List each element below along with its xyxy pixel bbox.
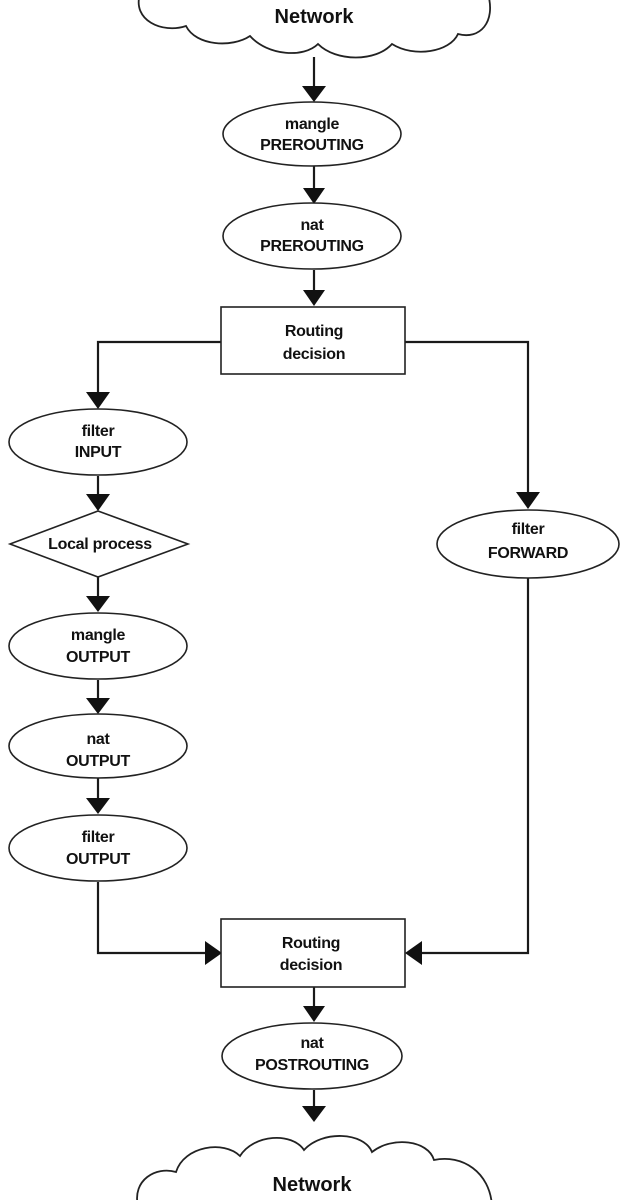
filter-forward-table: filter (512, 521, 545, 538)
filter-output-chain: OUTPUT (66, 851, 131, 868)
arrowhead-filter-output (86, 798, 110, 814)
routing-decision-2-line2: decision (280, 957, 343, 974)
node-filter-forward: filter FORWARD (436, 509, 620, 579)
edge-routing-to-filter-input (96, 340, 221, 392)
arrowhead-filter-input (86, 392, 110, 409)
node-filter-output: filter OUTPUT (8, 814, 188, 882)
node-local-process: Local process (7, 510, 191, 578)
mangle-prerouting-chain: PREROUTING (260, 137, 364, 154)
routing-decision-1-line2: decision (283, 346, 346, 363)
cloud-icon (137, 0, 491, 59)
network-bottom-cloud: Network (136, 1135, 493, 1200)
filter-output-table: filter (82, 829, 115, 846)
filter-input-table: filter (82, 423, 115, 440)
arrowhead-filter-forward (516, 492, 540, 509)
nat-postrouting-table: nat (300, 1035, 324, 1052)
arrowhead-routing-decision-2-right (405, 941, 422, 965)
nat-output-table: nat (86, 731, 110, 748)
network-top-cloud: Network (137, 0, 491, 59)
node-nat-prerouting: nat PREROUTING (222, 202, 402, 270)
mangle-prerouting-table: mangle (285, 116, 340, 133)
arrowhead-nat-postrouting (303, 1006, 325, 1022)
node-nat-postrouting: nat POSTROUTING (221, 1022, 403, 1090)
arrowhead-local-process (86, 494, 110, 511)
node-routing-decision-2: Routing decision (220, 918, 406, 988)
arrowhead-mangle-output (86, 596, 110, 612)
arrowhead-nat-prerouting (303, 188, 325, 204)
nat-postrouting-chain: POSTROUTING (255, 1057, 369, 1074)
node-mangle-prerouting: mangle PREROUTING (222, 101, 402, 167)
cloud-icon (136, 1135, 493, 1200)
filter-input-chain: INPUT (75, 444, 122, 461)
arrowhead-nat-output (86, 698, 110, 714)
nat-prerouting-table: nat (300, 217, 324, 234)
node-nat-output: nat OUTPUT (8, 713, 188, 779)
routing-decision-2-line1: Routing (282, 935, 340, 952)
arrowhead-routing-decision-2-left (205, 941, 222, 965)
network-top-label: Network (275, 6, 355, 28)
nat-prerouting-chain: PREROUTING (260, 238, 364, 255)
edges (86, 57, 540, 1122)
node-mangle-output: mangle OUTPUT (8, 612, 188, 680)
node-routing-decision-1: Routing decision (220, 306, 406, 375)
mangle-output-chain: OUTPUT (66, 649, 131, 666)
routing-decision-1-line1: Routing (285, 323, 343, 340)
filter-forward-chain: FORWARD (488, 545, 568, 562)
local-process-diamond (7, 510, 191, 578)
mangle-output-table: mangle (71, 627, 126, 644)
arrowhead-routing-decision-1 (303, 290, 325, 306)
nat-output-chain: OUTPUT (66, 753, 131, 770)
edge-filter-forward-to-routing-2 (422, 578, 530, 955)
arrowhead-network-bottom (302, 1106, 326, 1122)
network-bottom-label: Network (273, 1174, 353, 1196)
edge-routing-to-filter-forward (405, 340, 530, 492)
local-process-label: Local process (48, 536, 152, 553)
arrowhead-mangle-prerouting (302, 86, 326, 102)
edge-filter-output-to-routing-2 (96, 882, 205, 955)
node-filter-input: filter INPUT (8, 408, 188, 476)
